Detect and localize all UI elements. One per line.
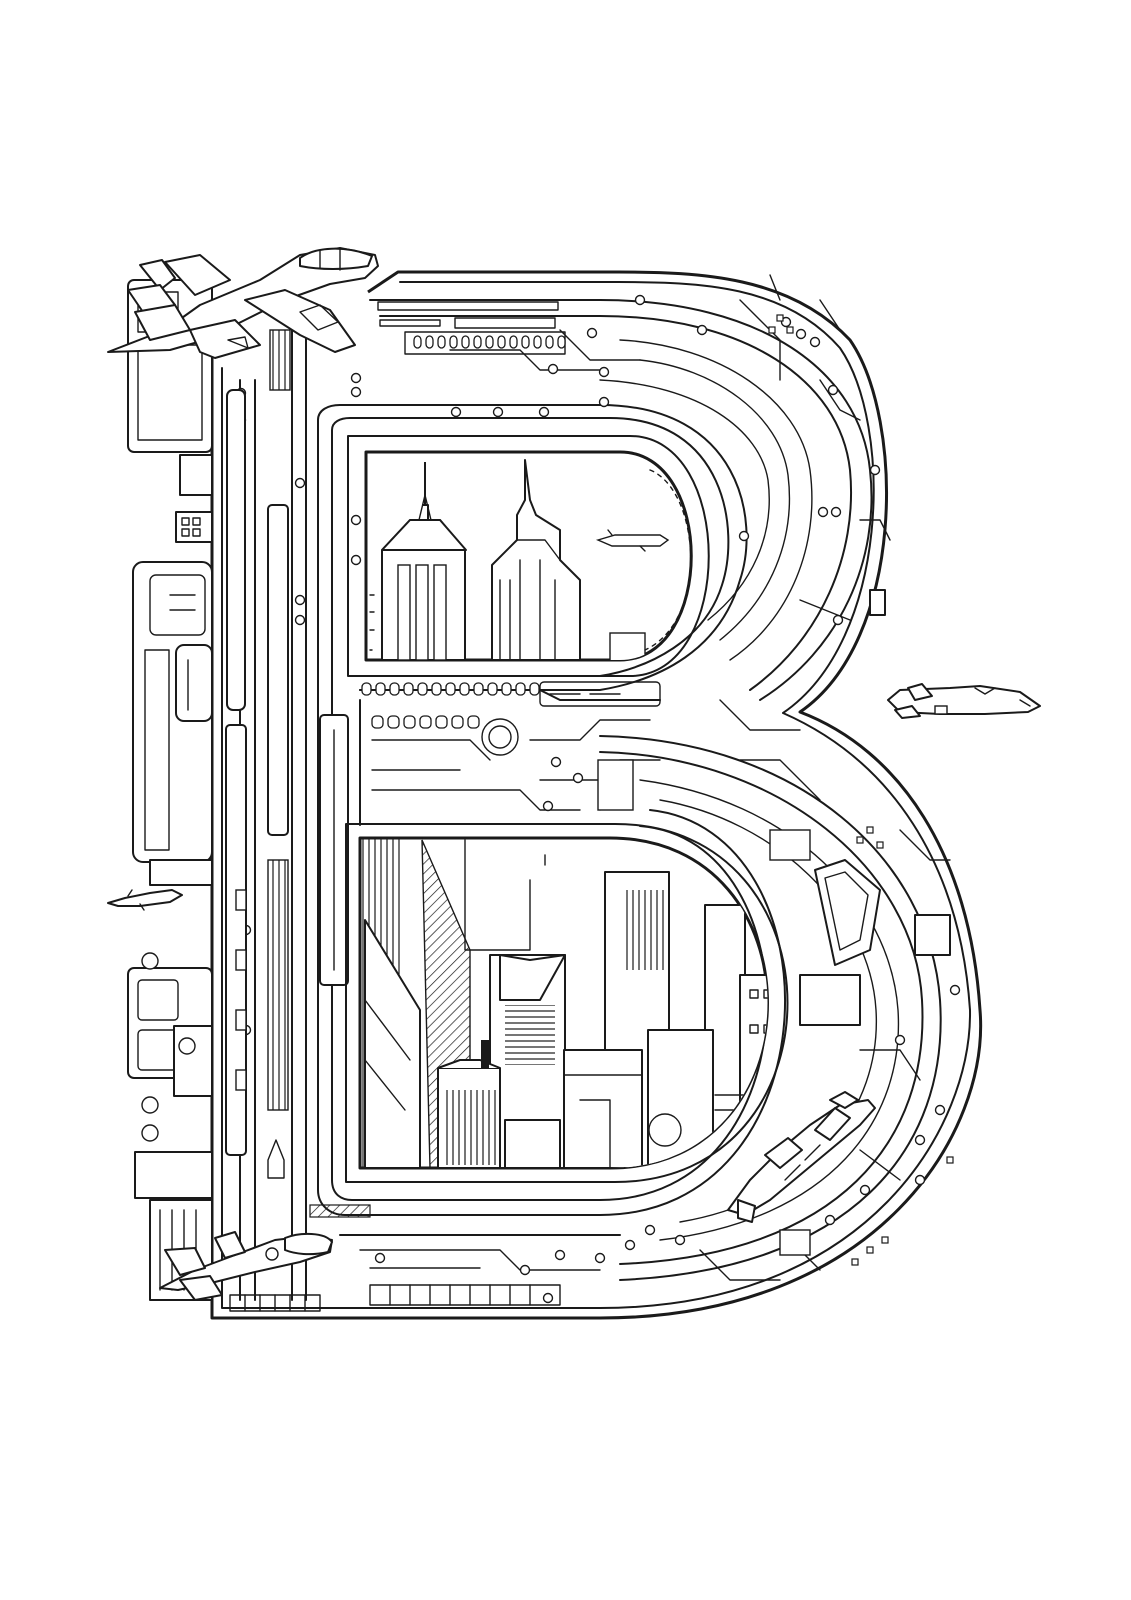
circuit-pill [459, 682, 470, 696]
circuit-pill [387, 715, 400, 729]
circuit-pill [435, 715, 448, 729]
circuit-node [586, 327, 598, 339]
circuit-pill [371, 715, 384, 729]
circuit-pill [461, 335, 470, 349]
circuit-pill [473, 682, 484, 696]
circuit-pill [529, 682, 540, 696]
circuit-pill [419, 715, 432, 729]
spaceship-right [887, 683, 1041, 719]
circuit-node [294, 614, 306, 626]
upper-city-window [347, 435, 710, 677]
circuit-node [547, 363, 559, 375]
circuit-pill [413, 335, 422, 349]
circuit-pill [487, 682, 498, 696]
circuit-node [817, 506, 829, 518]
circuit-node [894, 1034, 906, 1046]
circuit-pad [881, 1236, 889, 1244]
circuit-node [795, 328, 807, 340]
circuit-node [374, 1252, 386, 1264]
circuit-pill [449, 335, 458, 349]
lower-city-window [345, 823, 789, 1183]
circuit-node [350, 372, 362, 384]
circuit-pill [473, 335, 482, 349]
circuit-pad [856, 836, 864, 844]
circuit-pill [361, 682, 372, 696]
spaceship-left-small [107, 889, 183, 911]
circuit-node [350, 514, 362, 526]
circuit-node [674, 1234, 686, 1246]
circuit-pill [417, 682, 428, 696]
circuit-pill [497, 335, 506, 349]
circuit-pad [851, 1258, 859, 1266]
circuit-pill [431, 682, 442, 696]
circuit-pill [467, 715, 480, 729]
circuit-pad [866, 1246, 874, 1254]
circuit-node [550, 756, 562, 768]
circuit-node [572, 772, 584, 784]
spaceship-bottom-right [727, 1091, 876, 1223]
circuit-pill [403, 682, 414, 696]
circuit-pill [437, 335, 446, 349]
circuit-pill [545, 335, 554, 349]
circuit-pill [501, 682, 512, 696]
circuit-node [780, 316, 792, 328]
circuit-node [594, 1252, 606, 1264]
circuit-pill [521, 335, 530, 349]
circuit-pill [485, 335, 494, 349]
circuit-pad [866, 826, 874, 834]
circuit-pill [445, 682, 456, 696]
circuit-node [519, 1264, 531, 1276]
circuit-node [542, 1292, 554, 1304]
circuit-node [809, 336, 821, 348]
circuit-pill [509, 335, 518, 349]
circuit-pad [876, 841, 884, 849]
circuit-nodes [235, 294, 961, 1304]
circuit-pill [515, 682, 526, 696]
circuit-node [824, 1214, 836, 1226]
circuit-node [624, 1239, 636, 1251]
circuit-node [350, 554, 362, 566]
spaceship-bottom-left [159, 1231, 333, 1301]
spaceship-large [107, 247, 379, 359]
circuit-node [350, 386, 362, 398]
circuit-pill [389, 682, 400, 696]
circuit-node [830, 506, 842, 518]
circuit-node [598, 396, 610, 408]
circuit-node [914, 1174, 926, 1186]
circuit-pad [786, 326, 794, 334]
circuit-node [598, 366, 610, 378]
circuit-node [859, 1184, 871, 1196]
circuit-node [832, 614, 844, 626]
circuit-pill [375, 682, 386, 696]
circuit-node [644, 1224, 656, 1236]
circuit-node [554, 1249, 566, 1261]
circuit-node [294, 594, 306, 606]
left-machinery [127, 279, 349, 1301]
circuit-node [869, 464, 881, 476]
right-details [481, 274, 951, 1256]
circuit-node [949, 984, 961, 996]
circuit-pill [425, 335, 434, 349]
circuit-node [542, 800, 554, 812]
circuit-pill [451, 715, 464, 729]
circuit-pill [533, 335, 542, 349]
circuit-node [827, 384, 839, 396]
circuit-node [914, 1134, 926, 1146]
circuit-node [450, 406, 462, 418]
circuit-node [696, 324, 708, 336]
circuit-pad [946, 1156, 954, 1164]
circuit-pill [403, 715, 416, 729]
circuit-node [538, 406, 550, 418]
circuit-node [634, 294, 646, 306]
circuit-pad [768, 326, 776, 334]
circuit-pad [776, 314, 784, 322]
circuit-node [934, 1104, 946, 1116]
circuit-node [294, 477, 306, 489]
circuit-node [738, 530, 750, 542]
circuit-pill [557, 335, 566, 349]
circuit-node [492, 406, 504, 418]
